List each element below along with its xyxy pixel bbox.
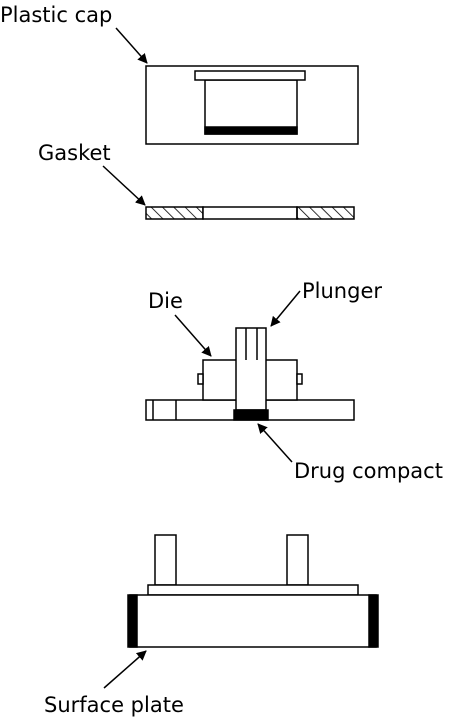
- label-plunger: Plunger: [302, 279, 382, 303]
- cap-recess: [204, 79, 298, 135]
- label-plastic-cap: Plastic cap: [0, 3, 112, 27]
- arrow-plastic-cap: [115, 27, 148, 64]
- gasket-right-hatch: [296, 206, 355, 220]
- surface-plate-assembly: [127, 534, 379, 648]
- post-left: [154, 534, 177, 586]
- gasket: [145, 206, 355, 220]
- die-left-notch: [197, 373, 204, 385]
- gasket-left-hatch: [145, 206, 204, 220]
- plunger: [235, 327, 267, 411]
- label-surface-plate: Surface plate: [44, 693, 184, 717]
- plate-right-edge: [368, 594, 379, 648]
- gasket-center: [202, 206, 298, 220]
- plastic-cap: [145, 65, 359, 145]
- cap-lid: [194, 70, 306, 81]
- plate-left-edge: [127, 594, 138, 648]
- arrow-drug-compact: [257, 423, 293, 463]
- arrow-plunger: [270, 290, 301, 327]
- plate-top: [147, 584, 359, 596]
- label-die: Die: [148, 289, 183, 313]
- drug-compact: [233, 409, 269, 421]
- arrow-surface-plate: [103, 650, 147, 689]
- die-assembly: [145, 327, 355, 421]
- label-drug-compact: Drug compact: [294, 459, 443, 483]
- die-right-notch: [296, 373, 303, 385]
- arrow-gasket: [102, 165, 146, 206]
- post-right: [286, 534, 309, 586]
- surface-plate: [129, 594, 377, 648]
- cap-compact: [204, 126, 298, 135]
- arrow-die: [174, 314, 212, 357]
- label-gasket: Gasket: [38, 141, 111, 165]
